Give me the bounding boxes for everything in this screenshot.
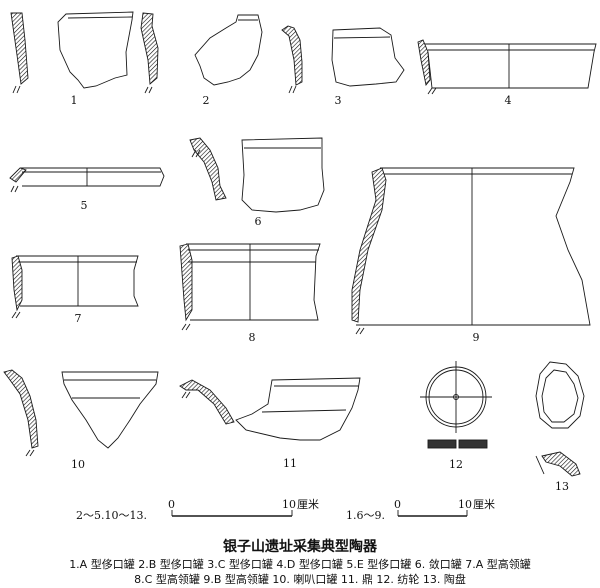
caption-line-2: 8.C 型高领罐 9.B 型高领罐 10. 喇叭口罐 11. 鼎 12. 纺轮 … [134,573,466,586]
figure-number-4: 4 [504,94,512,107]
figure-number-12: 12 [449,458,463,471]
figure-number-5: 5 [80,199,88,212]
sherd-5 [9,167,165,193]
sherd-9 [351,167,591,335]
figure-number-13: 13 [555,480,569,493]
sherd-1 [10,11,159,94]
scale-start-label-right: 0 [394,498,401,511]
sherd-2 [194,14,263,86]
figure-number-6: 6 [254,215,262,228]
sherd-8 [179,243,321,331]
sherd-11 [179,377,361,441]
figure-number-10: 10 [71,458,85,471]
scale-end-label-left: 10 [282,498,296,511]
sherd-7 [11,255,139,319]
figure-number-7: 7 [74,312,82,325]
spindle-whorl-12 [420,361,492,449]
scale-end-label-right: 10 [458,498,472,511]
sherd-4 [417,39,597,95]
scale-range-label-right: 1.6～9. [346,509,385,522]
figure-number-2: 2 [202,94,210,107]
figure-number-3: 3 [334,94,342,107]
sherd-10 [3,369,159,457]
caption-title: 银子山遗址采集典型陶器 [223,539,377,555]
figure-number-1: 1 [70,94,78,107]
sherd-3 [281,25,405,94]
figure-number-9: 9 [472,331,480,344]
caption-line-1: 1.A 型侈口罐 2.B 型侈口罐 3.C 型侈口罐 4.D 型侈口罐 5.E … [69,558,531,571]
scale-bar-right [397,510,468,517]
pottery-dish-13 [535,361,585,477]
scale-range-label-left: 2～5.10～13. [76,509,147,522]
scale-start-label-left: 0 [168,498,175,511]
sherd-6 [189,137,325,213]
scale-unit-left: 厘米 [297,498,319,511]
scale-bar-left [171,510,293,517]
figure-number-8: 8 [248,331,256,344]
scale-unit-right: 厘米 [473,498,495,511]
figure-number-11: 11 [283,457,297,470]
